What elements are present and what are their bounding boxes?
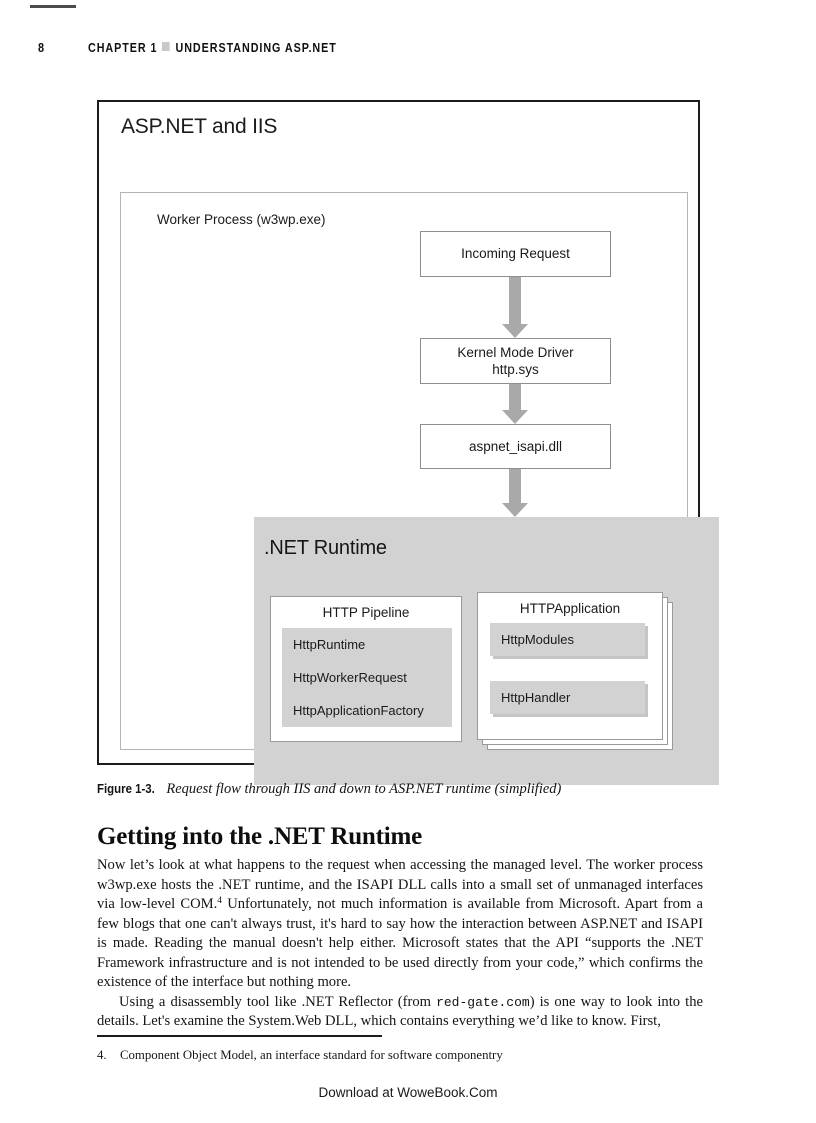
row-httpruntime: HttpRuntime [282,628,452,661]
node-aspnet-isapi-dll: aspnet_isapi.dll [420,424,611,469]
square-separator-icon [161,42,170,51]
arrow-head [502,324,528,338]
card-http-pipeline-title: HTTP Pipeline [322,605,410,620]
running-head-text: CHAPTER 1 UNDERSTANDING ASP.NET [88,41,337,55]
figure-caption-text: Request flow through IIS and down to ASP… [166,781,562,797]
node-aspnet-isapi-dll-label: aspnet_isapi.dll [468,438,563,454]
footnote-number: 4. [97,1048,107,1062]
footnote-text: Component Object Model, an interface sta… [120,1048,503,1062]
arrow-isapi-to-runtime [502,469,528,517]
row-httpmodules: HttpModules [490,623,645,656]
node-kernel-mode-driver: Kernel Mode Driver http.sys [420,338,611,384]
row-httpapplicationfactory: HttpApplicationFactory [282,694,452,727]
arrow-shaft [509,469,521,503]
arrow-kernel-to-isapi [502,384,528,424]
arrow-head [502,410,528,424]
arrow-incoming-to-kernel [502,277,528,338]
footnote-4: 4. Component Object Model, an interface s… [97,1048,737,1063]
paragraph-2: Using a disassembly tool like .NET Refle… [97,993,703,1032]
body-text: Now let’s look at what happens to the re… [97,856,703,1032]
paragraph-2-part-a: Using a disassembly tool like .NET Refle… [119,993,437,1010]
figure-caption-label: Figure 1-3. [97,781,155,796]
card-http-pipeline: HTTP Pipeline HttpRuntime HttpWorkerRequ… [270,596,462,742]
figure-frame: ASP.NET and IIS Worker Process (w3wp.exe… [97,100,719,785]
page-number: 8 [38,40,45,55]
row-httpworkerrequest: HttpWorkerRequest [282,661,452,694]
paragraph-2-part-b: ) is one way to look into the details. L… [97,993,703,1030]
paragraph-1-part-b: Unfortunately, not much information is a… [97,896,703,991]
row-httphandler: HttpHandler [490,681,645,714]
dotnet-runtime-title: .NET Runtime [264,537,387,559]
card-httpapplication: HTTPApplication HttpModules HttpHandler [477,592,663,740]
scan-artifact-rule [30,5,76,8]
section-heading: Getting into the .NET Runtime [97,823,422,850]
arrow-head [502,503,528,517]
paragraph-1: Now let’s look at what happens to the re… [97,856,703,993]
card-httpapplication-title: HTTPApplication [519,601,621,616]
running-head: 8 CHAPTER 1 UNDERSTANDING ASP.NET [38,40,778,60]
node-kernel-mode-driver-label: Kernel Mode Driver http.sys [457,344,573,379]
page-footer: Download at WoweBook.Com [318,1085,498,1100]
kernel-line-2: http.sys [492,362,539,377]
arrow-shaft [509,277,521,324]
figure-caption: Figure 1-3. Request flow through IIS and… [97,781,737,798]
kernel-line-1: Kernel Mode Driver [457,344,574,360]
footnote-separator-rule [97,1035,382,1037]
node-incoming-request: Incoming Request [420,231,611,277]
running-head-title: UNDERSTANDING ASP.NET [175,41,337,55]
node-incoming-request-label: Incoming Request [461,246,570,262]
paragraph-1-part-a: Now let’s look at what happens to the re… [97,857,703,913]
link-red-gate-com: red-gate.com [436,994,530,1010]
running-head-chapter: CHAPTER 1 [88,41,158,55]
worker-process-label: Worker Process (w3wp.exe) [157,212,326,227]
footnote-marker-4: 4 [217,896,222,907]
arrow-shaft [509,384,521,410]
figure-title: ASP.NET and IIS [121,115,278,138]
